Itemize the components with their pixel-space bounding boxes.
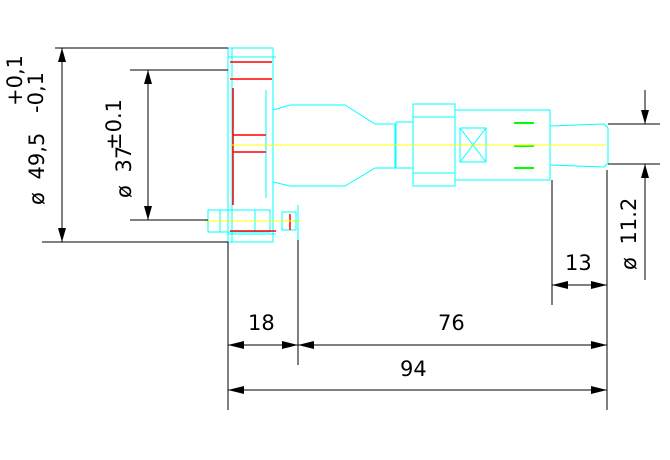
arrow-94-left xyxy=(228,386,244,394)
arrow-18-right xyxy=(282,341,298,349)
arrow-76-left xyxy=(298,341,314,349)
outer-diameter-value: 49,5 xyxy=(25,133,49,180)
arrow-inner-top xyxy=(144,70,152,84)
tip-diameter-value: 11.2 xyxy=(617,198,641,245)
length-total-label: 94 xyxy=(400,357,427,381)
inner-diameter-tol: ±0.1 xyxy=(102,99,126,150)
inner-diameter-value: 37 xyxy=(112,146,136,173)
arrow-13-right xyxy=(591,281,607,289)
length-flange-label: 18 xyxy=(248,311,275,335)
thread-marks xyxy=(514,122,534,169)
outer-diameter-tol-upper: +0,1 xyxy=(3,55,27,106)
outer-diameter-label: ø 49,5 -0,1 +0,1 xyxy=(3,55,49,205)
arrow-76-right xyxy=(591,341,607,349)
arrow-inner-bottom xyxy=(144,206,152,220)
tip-diameter-label: ø 11.2 xyxy=(617,198,641,270)
arrow-tip-bottom xyxy=(641,164,649,178)
svg-text:ø 11.2: ø 11.2 xyxy=(617,198,641,270)
tip xyxy=(549,123,609,168)
arrow-tip-top xyxy=(641,110,649,124)
arrow-13-left xyxy=(552,281,568,289)
arrow-outer-bottom xyxy=(58,228,66,242)
inner-diameter-symbol: ø xyxy=(112,185,136,198)
inner-diameter-label: ø 37 ±0.1 xyxy=(102,99,136,198)
arrow-94-right xyxy=(591,386,607,394)
svg-text:ø 37: ø 37 xyxy=(112,146,136,198)
tip-diameter-symbol: ø xyxy=(617,257,641,270)
length-tip-label: 13 xyxy=(565,251,592,275)
hidden-lines xyxy=(230,61,291,232)
svg-text:ø 49,5: ø 49,5 xyxy=(25,133,49,205)
body-tube xyxy=(272,104,396,187)
arrowheads xyxy=(58,48,649,394)
length-body-label: 76 xyxy=(438,311,465,335)
arrow-outer-top xyxy=(58,48,66,62)
outer-diameter-tol-lower: -0,1 xyxy=(24,72,48,113)
outer-diameter-symbol: ø xyxy=(25,192,49,205)
dimension-lines xyxy=(42,47,660,410)
arrow-18-left xyxy=(228,341,244,349)
